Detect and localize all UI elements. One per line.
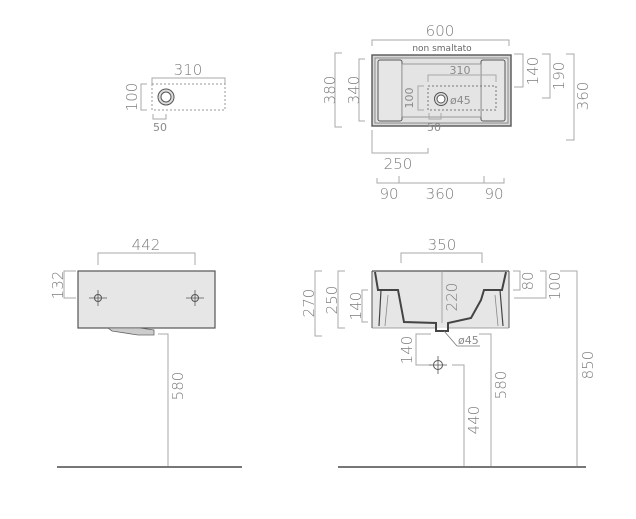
bottom-right-label: 90	[484, 185, 503, 203]
offset-label: 50	[427, 121, 441, 134]
hole-height-label: 100	[123, 83, 141, 112]
hole-offset-label: 50	[153, 121, 167, 134]
trap-offset-label: 140	[398, 336, 416, 365]
inner-depth-label: 140	[347, 292, 365, 321]
right-dim-190: 190	[550, 62, 568, 91]
rim-floor-label: 850	[579, 351, 597, 380]
drain-icon	[436, 94, 446, 104]
drain-icon	[160, 91, 172, 103]
fixing-distance-label: 442	[132, 236, 161, 254]
overall-depth-label: 380	[321, 76, 339, 105]
right-dim-360: 360	[574, 82, 592, 111]
drain-floor-label: 580	[492, 371, 510, 400]
rim-80-label: 80	[519, 271, 537, 290]
inner-depth-label: 340	[345, 76, 363, 105]
hole-width-label: 310	[174, 61, 203, 79]
rim-100-label: 100	[546, 272, 564, 301]
zone-height-label: 100	[403, 88, 416, 109]
hole-detail: 310 100 50	[123, 61, 226, 134]
note-label: non smaltato	[412, 44, 472, 54]
drain-height-label: 580	[169, 372, 187, 401]
trap-height-label: 440	[465, 406, 483, 435]
bottom-left-label: 90	[379, 185, 398, 203]
front-view: 442 132 580	[49, 236, 242, 468]
fixing-height-label: 132	[49, 271, 67, 300]
side-view: 350 220 270 250 140 80 100 850 ø45 140	[300, 236, 597, 468]
top-view: 600 non smaltato 310 100 ø45 50 380 340 …	[321, 22, 592, 203]
total-height-label: 270	[300, 289, 318, 318]
drain-diameter-label: ø45	[458, 334, 479, 347]
right-dim-140: 140	[524, 57, 542, 86]
trap-center-icon	[429, 356, 447, 374]
fixing-icon	[89, 290, 107, 306]
body-height-label: 250	[323, 286, 341, 315]
drain-diameter-label: ø45	[450, 94, 471, 107]
drain-from-left-label: 250	[384, 155, 413, 173]
fixing-icon	[186, 290, 204, 306]
bowl-width-label: 350	[428, 236, 457, 254]
center-height-label: 220	[443, 283, 461, 312]
bottom-mid-label: 360	[426, 185, 455, 203]
overall-width-label: 600	[426, 22, 455, 40]
zone-width-label: 310	[450, 64, 471, 77]
